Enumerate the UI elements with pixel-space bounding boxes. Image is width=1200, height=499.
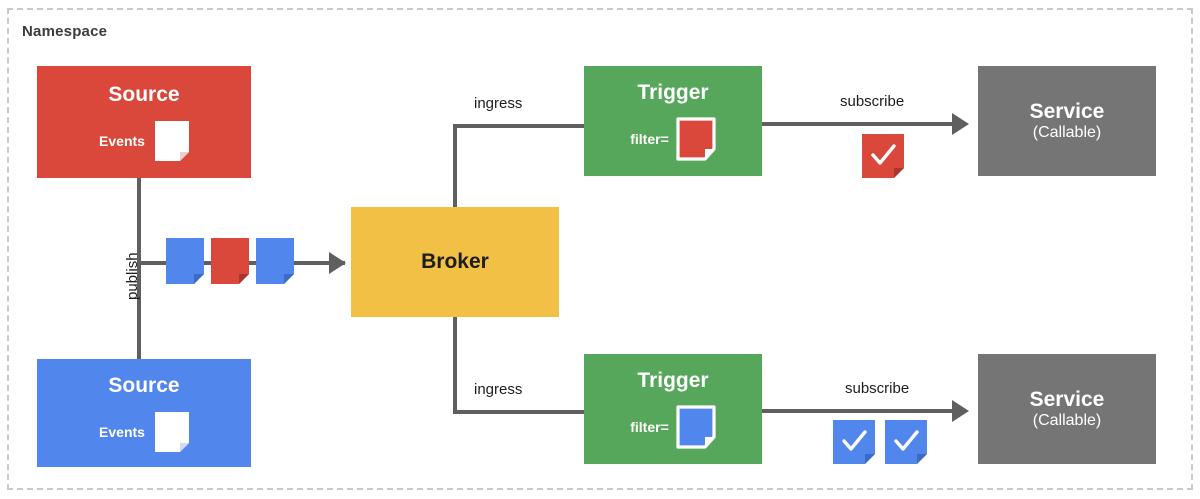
edge-label-publish: publish bbox=[124, 252, 141, 300]
ingress-top-connector bbox=[453, 124, 588, 128]
events-label: Events bbox=[99, 132, 145, 149]
node-broker[interactable]: Broker bbox=[351, 207, 559, 317]
check-document-icon bbox=[885, 420, 927, 464]
edge-label-ingress-top: ingress bbox=[474, 95, 523, 112]
node-title: Service bbox=[1029, 387, 1105, 411]
edge-label-subscribe-bottom: subscribe bbox=[845, 380, 910, 397]
filter-row: filter= bbox=[630, 117, 716, 161]
document-icon bbox=[154, 411, 189, 452]
namespace-label: Namespace bbox=[22, 23, 108, 40]
node-trigger-top[interactable]: Trigger filter= bbox=[584, 66, 762, 176]
node-service-top[interactable]: Service (Callable) bbox=[978, 66, 1156, 176]
node-title: Broker bbox=[421, 250, 489, 273]
events-row: Events bbox=[99, 120, 189, 161]
filter-row: filter= bbox=[630, 405, 716, 449]
node-source-red[interactable]: Source Events bbox=[37, 66, 251, 178]
check-document-icon bbox=[833, 420, 875, 464]
event-chip bbox=[211, 238, 249, 284]
document-icon bbox=[676, 117, 716, 161]
check-document-icon bbox=[862, 134, 904, 178]
node-title: Source bbox=[108, 83, 180, 107]
document-icon bbox=[676, 405, 716, 449]
subscribe-bottom-connector bbox=[762, 409, 962, 413]
subscribe-bottom-arrowhead bbox=[952, 400, 969, 422]
edge-label-subscribe-top: subscribe bbox=[840, 93, 905, 110]
node-title: Trigger bbox=[637, 80, 709, 104]
filter-label: filter= bbox=[630, 131, 669, 148]
node-subtitle: (Callable) bbox=[1032, 411, 1102, 429]
publish-arrowhead bbox=[329, 252, 346, 274]
events-label: Events bbox=[99, 423, 145, 440]
subscribe-top-connector bbox=[762, 122, 962, 126]
edge-label-ingress-bottom: ingress bbox=[474, 381, 523, 398]
node-title: Trigger bbox=[637, 368, 709, 392]
node-subtitle: (Callable) bbox=[1032, 123, 1102, 141]
event-chip bbox=[256, 238, 294, 284]
node-service-bottom[interactable]: Service (Callable) bbox=[978, 354, 1156, 464]
node-title: Service bbox=[1029, 99, 1105, 123]
check-badge-group-top bbox=[862, 134, 904, 178]
events-row: Events bbox=[99, 411, 189, 452]
node-source-blue[interactable]: Source Events bbox=[37, 359, 251, 467]
node-trigger-bottom[interactable]: Trigger filter= bbox=[584, 354, 762, 464]
event-chip-strip bbox=[166, 238, 294, 284]
filter-label: filter= bbox=[630, 419, 669, 436]
publish-connector-vertical bbox=[137, 178, 141, 360]
check-badge-group-bottom bbox=[833, 420, 927, 464]
ingress-bottom-connector bbox=[453, 410, 588, 414]
document-icon bbox=[154, 120, 189, 161]
event-chip bbox=[166, 238, 204, 284]
subscribe-top-arrowhead bbox=[952, 113, 969, 135]
node-title: Source bbox=[108, 374, 180, 398]
